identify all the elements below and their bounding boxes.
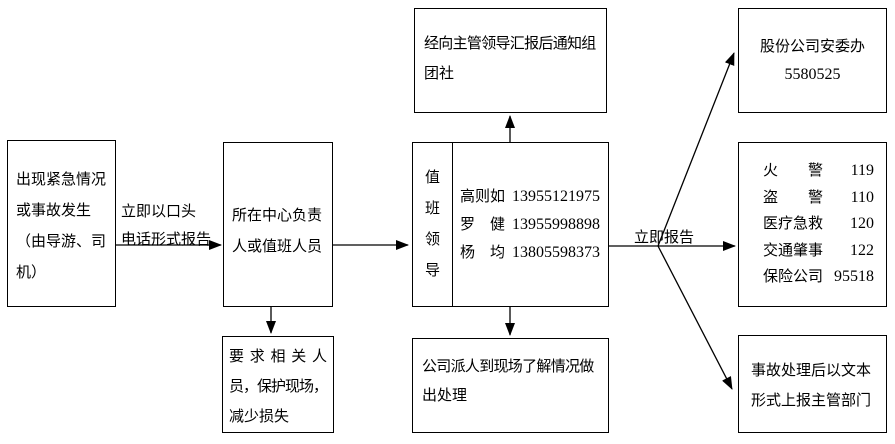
box-site-handling-line: 公司派人到现场了解情况做 — [422, 359, 594, 375]
box-emergency-line: 机） — [16, 265, 47, 281]
box-notify-group-line: 团社 — [424, 66, 455, 82]
box-emergency-line: （由导游、司 — [16, 234, 107, 250]
box-notify-group-line: 经向主管领导汇报后通知组 — [424, 36, 596, 52]
box-protect-scene-line: 减少损失 — [229, 409, 290, 425]
emergency-number-label: 交通肇事 — [763, 242, 824, 259]
emergency-number-row: 火 警 119 — [763, 158, 874, 185]
emergency-number-row: 盗 警 110 — [763, 185, 874, 212]
contact-phone: 13955121975 — [512, 187, 601, 205]
emergency-number-row: 交通肇事 122 — [763, 238, 874, 265]
contact-name: 罗 健 — [460, 216, 506, 233]
box-protect-scene-line: 要求相关人 — [229, 349, 327, 365]
emergency-number-label: 医疗急救 — [763, 216, 824, 233]
duty-leader-title-cell: 值班领导 — [413, 143, 453, 306]
box-written-report-line: 事故处理后以文本 — [751, 363, 872, 379]
box-emergency-line: 出现紧急情况 — [16, 172, 107, 188]
box-protect-scene-line: 员，保护现场， — [229, 379, 328, 395]
contact-phone: 13805598373 — [512, 243, 601, 261]
emergency-number-value: 95518 — [834, 268, 874, 286]
emergency-number-row: 医疗急救 120 — [763, 211, 874, 238]
emergency-number-value: 122 — [850, 241, 874, 259]
contact-row: 罗 健 13955998898 — [460, 211, 608, 239]
contact-phone: 13955998898 — [512, 215, 601, 233]
arrow-label-oral-report: 立即以口头 电话形式报告 — [121, 198, 211, 254]
arrow-label-immediate-report: 立即报告 — [634, 230, 695, 246]
contact-row: 杨 均 13805598373 — [460, 239, 608, 267]
emergency-number-value: 120 — [850, 215, 874, 233]
emergency-number-value: 119 — [850, 162, 874, 180]
box-written-report-line: 形式上报主管部门 — [751, 393, 872, 409]
arrow-label-oral-report-line: 立即以口头 — [121, 204, 197, 220]
box-written-report: 事故处理后以文本 形式上报主管部门 — [738, 335, 887, 433]
emergency-number-row: 保险公司 95518 — [763, 264, 874, 291]
box-site-handling: 公司派人到现场了解情况做 出处理 — [412, 338, 609, 433]
box-company-safety-phone: 5580525 — [784, 65, 841, 83]
box-duty-leader: 值班领导 高则如 13955121975 罗 健 13955998898 杨 均… — [412, 142, 609, 307]
duty-leader-contacts: 高则如 13955121975 罗 健 13955998898 杨 均 1380… — [453, 143, 608, 306]
emergency-number-label: 保险公司 — [763, 269, 824, 286]
box-emergency-line: 或事故发生 — [16, 203, 92, 219]
arrow-fan-to-reporttext — [657, 245, 733, 390]
box-company-safety-office: 股份公司安委办 5580525 — [738, 8, 887, 113]
emergency-number-label: 火 警 — [763, 163, 824, 180]
box-emergency-occurs: 出现紧急情况 或事故发生 （由导游、司 机） — [7, 140, 116, 307]
box-notify-group-agency: 经向主管领导汇报后通知组 团社 — [414, 8, 607, 113]
box-emergency-numbers: 火 警 119 盗 警 110 医疗急救 120 交通肇事 122 保险公司 9… — [738, 142, 887, 307]
box-site-handling-line: 出处理 — [422, 388, 468, 404]
arrow-fan-to-companysafety — [657, 52, 735, 247]
box-protect-scene: 要求相关人 员，保护现场， 减少损失 — [222, 336, 334, 433]
contact-row: 高则如 13955121975 — [460, 183, 608, 211]
box-company-safety-name: 股份公司安委办 — [759, 38, 865, 55]
contact-name: 杨 均 — [460, 244, 506, 261]
arrow-label-oral-report-line: 电话形式报告 — [121, 232, 212, 248]
box-center-duty-line: 人或值班人员 — [232, 239, 323, 255]
emergency-number-value: 110 — [850, 188, 874, 206]
duty-leader-title: 值班领导 — [425, 169, 441, 279]
emergency-number-label: 盗 警 — [763, 189, 824, 206]
box-center-duty-person: 所在中心负责 人或值班人员 — [223, 142, 333, 307]
contact-name: 高则如 — [460, 188, 506, 205]
box-center-duty-line: 所在中心负责 — [232, 208, 323, 224]
